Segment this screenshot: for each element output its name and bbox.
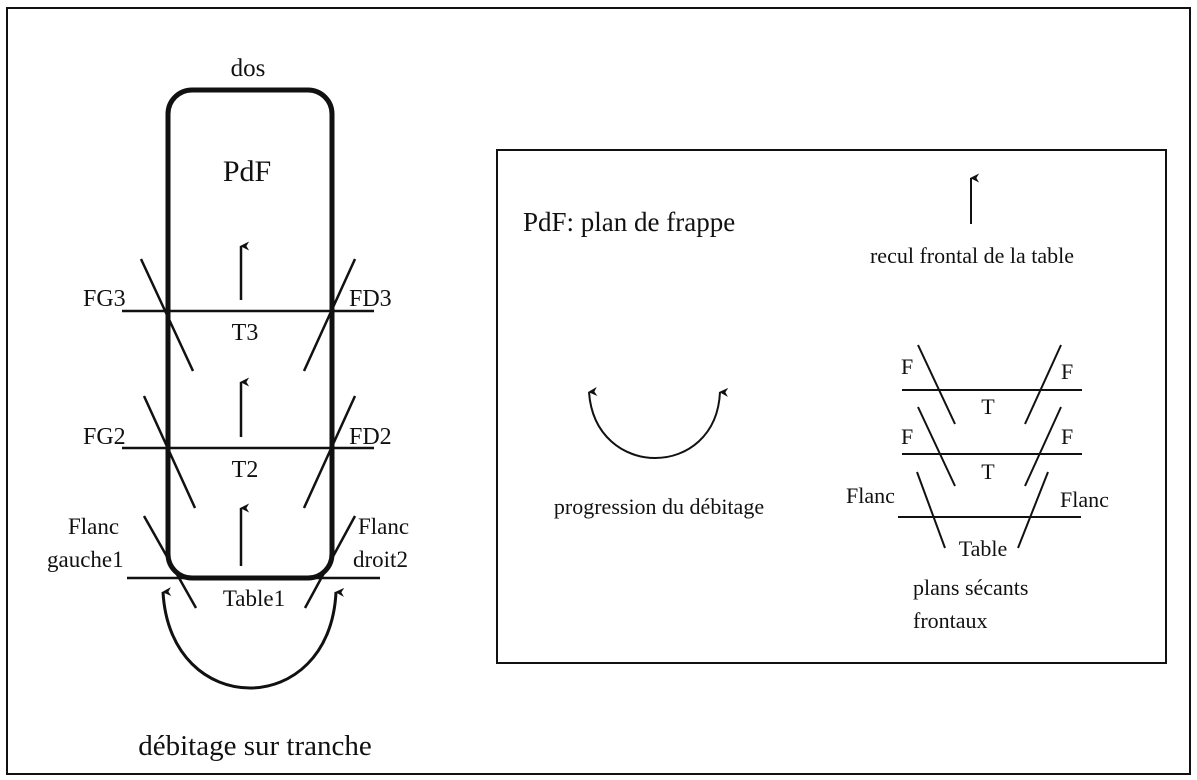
flanc-left-line1: Flanc <box>68 514 119 539</box>
scheme-left-flank-mid <box>917 406 956 487</box>
scheme-table: Table <box>959 536 1008 561</box>
t3-label: T3 <box>232 320 259 346</box>
scheme-left-flank-top <box>917 344 956 425</box>
outer-frame <box>6 7 1191 775</box>
scheme-right-flank-mid <box>1024 406 1062 487</box>
fg3-label: FG3 <box>83 286 126 312</box>
scheme-caption-line1: plans sécants <box>913 575 1028 600</box>
progression-arc-legend <box>588 386 729 459</box>
scheme-flanc-left: Flanc <box>846 483 895 508</box>
scheme-t-mid: T <box>981 459 995 484</box>
table1-label: Table1 <box>223 586 285 611</box>
pdf-definition: PdF: plan de frappe <box>523 207 735 237</box>
left-flank-2 <box>142 395 197 509</box>
progression-arc-left <box>161 587 345 690</box>
right-flank-2 <box>302 395 357 509</box>
scheme-t-top: T <box>981 394 995 419</box>
scheme-right-flank-bottom <box>1017 471 1049 549</box>
scheme-flanc-right: Flanc <box>1060 487 1109 512</box>
right-flank-3 <box>302 258 357 372</box>
left-flank-3 <box>139 258 195 372</box>
debitage-caption: débitage sur tranche <box>138 730 372 762</box>
scheme-caption-line2: frontaux <box>913 608 988 633</box>
legend-frame <box>496 149 1167 664</box>
progression-label: progression du débitage <box>554 494 764 519</box>
scheme-f-mid-left: F <box>901 424 913 449</box>
scheme-f-mid-right: F <box>1061 424 1073 449</box>
fg2-label: FG2 <box>83 424 126 450</box>
fd3-label: FD3 <box>349 286 392 312</box>
left-diagram: dos PdF FG3 FD3 T3 FG2 FD2 T2 Flanc gauc… <box>47 55 409 762</box>
scheme-right-flank-top <box>1024 344 1062 425</box>
flanc-right-line1: Flanc <box>358 514 409 539</box>
legend-box: PdF: plan de frappe recul frontal de la … <box>496 149 1167 664</box>
flanc-left-line2: gauche1 <box>47 547 124 572</box>
dos-label: dos <box>231 55 266 82</box>
scheme-f-top-left: F <box>901 354 913 379</box>
scheme-f-top-right: F <box>1061 359 1073 384</box>
t2-label: T2 <box>232 457 259 483</box>
scheme-left-flank-bottom <box>916 471 946 549</box>
fd2-label: FD2 <box>349 424 392 450</box>
arrow-meaning: recul frontal de la table <box>870 243 1074 268</box>
flanc-right-line2: droit2 <box>353 547 408 572</box>
pdf-label: PdF <box>223 155 271 188</box>
